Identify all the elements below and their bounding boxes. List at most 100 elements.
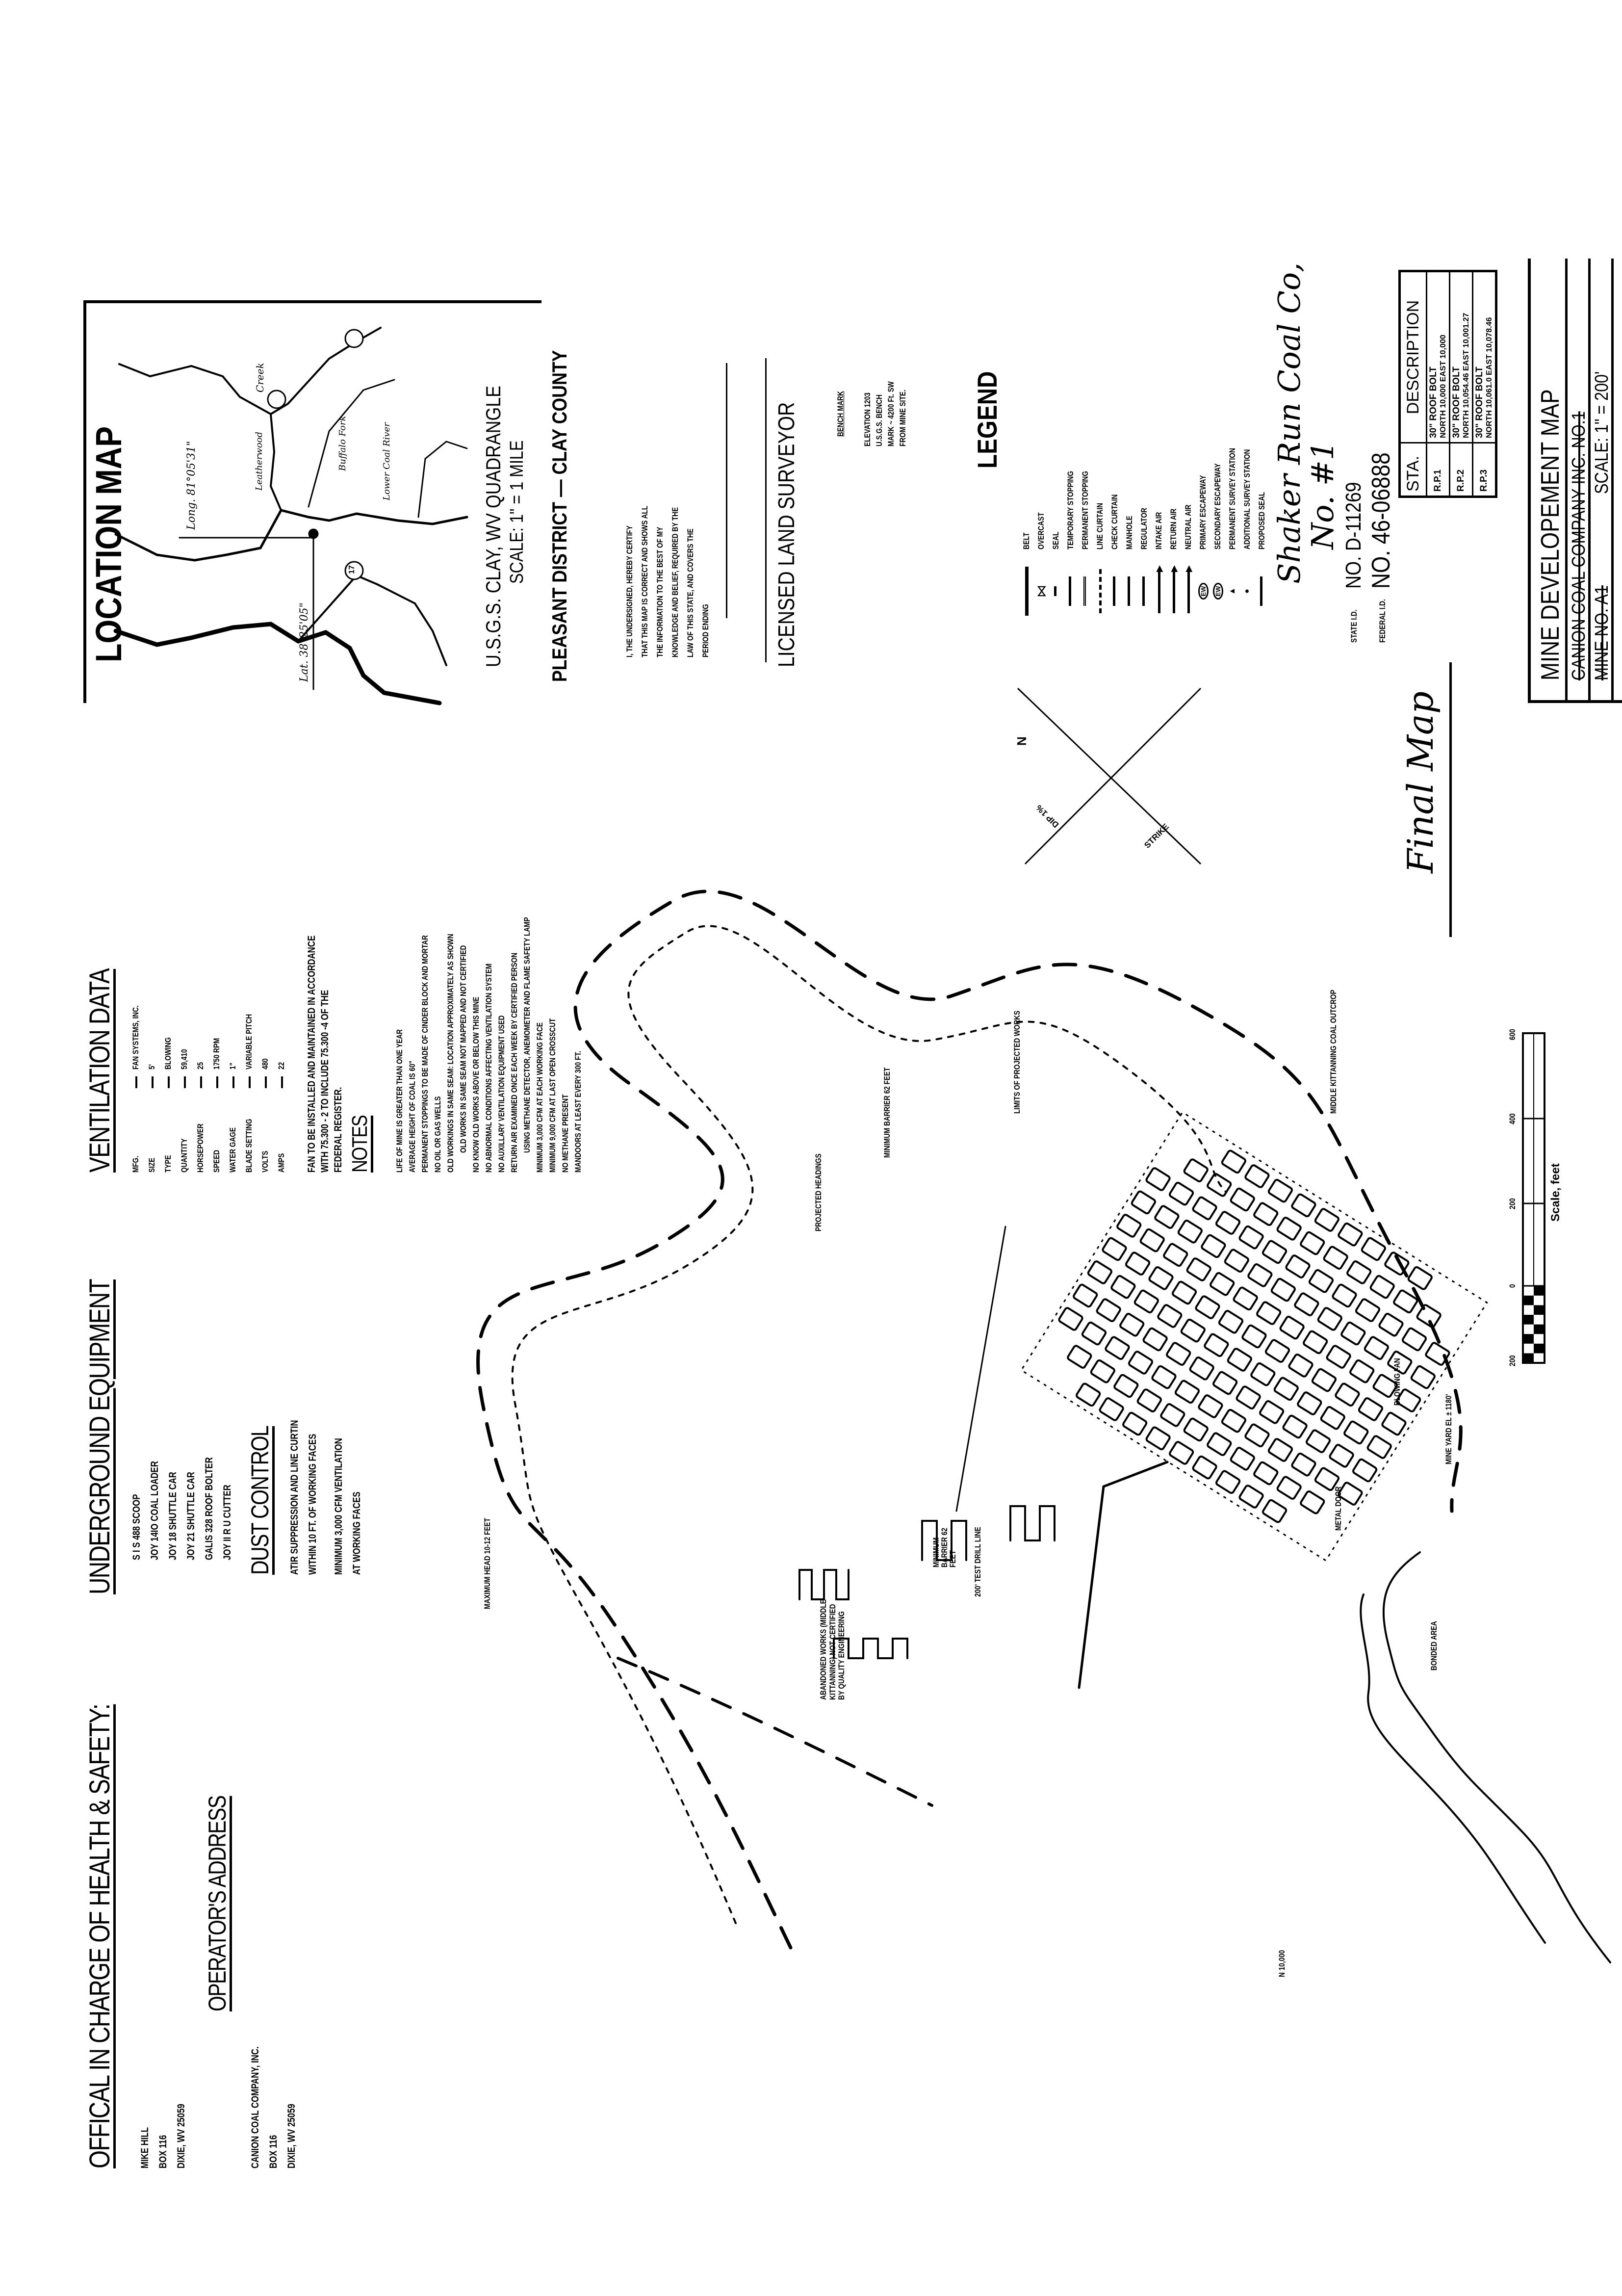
equipment-item: JOY 21 SHUTTLE CAR [185,1472,197,1560]
coal-pillar [1253,1461,1279,1486]
scale-check [1523,1295,1534,1305]
state-id-label: STATE I.D. [1349,609,1359,643]
vent-dash [232,1076,234,1088]
manhole-icon [1124,564,1135,618]
operator-line: BOX 116 [268,2135,279,2168]
dust-control-line: WITHIN 10 FT. OF WORKING FACES [307,1434,318,1575]
max-head-label: MAXIMUM HEAD 10-12 FEET [483,1518,492,1609]
coal-pillar [1384,1252,1410,1276]
coal-pillar [1311,1368,1337,1392]
legend-label: CHECK CURTAIN [1110,494,1119,549]
station-desc-line: 30" ROOF BOLT [1428,366,1439,438]
scale-bar [1522,1032,1545,1364]
vent-label: QUANTITY [180,1138,189,1173]
scale-tick-label: 400 [1508,1113,1517,1124]
legend-item: ●ADDITIONAL SURVEY STATION [1241,334,1254,628]
note-line: OLD WORKINGS IN SAME SEAM: LOCATION APPR… [446,934,455,1173]
bench-mark-line: FROM MINE SITE. [898,390,907,446]
coal-pillar [1201,1234,1226,1258]
coal-pillar [1407,1266,1433,1290]
coal-pillar [1369,1275,1395,1299]
coal-pillar [1215,1470,1241,1494]
coal-pillar [1410,1365,1436,1389]
legend-item: SEAL [1050,334,1062,628]
scale-check [1523,1314,1534,1325]
coal-pillar [1236,1385,1261,1409]
map-label: PROJECTED HEADINGS [814,1153,823,1231]
coal-pillar [1355,1298,1381,1322]
certification-line: I, THE UNDERSIGNED, HEREBY CERTIFY [625,525,634,657]
coal-pillar [1180,1318,1206,1343]
coal-pillar [1358,1397,1384,1421]
coal-pillar [1340,1321,1366,1346]
proposed-seal-icon [1257,564,1267,618]
seal-icon [1051,564,1061,618]
coal-pillar [1267,1438,1293,1462]
legend-label: LINE CURTAIN [1095,503,1105,549]
creek-label: Buffalo Fork [337,416,348,471]
location-scale-label: SCALE: 1" = 1 MILE [507,440,527,584]
station-id: R.P.3 [1472,443,1496,497]
coal-pillar [1244,1423,1270,1448]
return-air-arrow-icon: ▶ [1168,564,1179,618]
title-block: MINE DEVELOPEMENT MAP CANION COAL COMPAN… [1528,259,1622,703]
surveyor-label: LICENSED LAND SURVEYOR [773,402,799,667]
legend-item: TEMPORARY STOPPING [1064,334,1077,628]
coal-pillar [1116,1214,1142,1238]
scale-check [1523,1334,1534,1344]
coal-pillar [1166,1342,1191,1366]
coal-pillar [1169,1181,1194,1206]
legend-label: MANHOLE [1125,516,1134,549]
bench-mark-line: ELEVATION 1203 [863,392,872,446]
neutral-air-arrow-icon: ▶ [1183,564,1194,618]
bench-mark-heading: BENCH MARK [836,391,845,437]
vent-label: HORSEPOWER [196,1123,205,1173]
coal-pillar [1238,1485,1264,1509]
note-line: RETURN AIR EXAMINED ONCE EACH WEEK BY CE… [510,952,519,1173]
coal-pillar [1163,1243,1188,1267]
operator-line: CANION COAL COMPANY, INC. [250,2046,261,2168]
legend-label: SECONDARY ESCAPEWAY [1213,463,1222,549]
certification-line: THAT THIS MAP IS CORRECT AND SHOWS ALL [640,505,649,657]
survey-dot-icon: ● [1243,589,1251,594]
coal-pillar [1076,1383,1101,1407]
map-label: BLOWING FAN [1392,1358,1402,1406]
legend-label: PERMANENT STOPPING [1081,471,1090,549]
coal-pillar [1119,1313,1145,1337]
scale-bar-frame [1522,1032,1545,1364]
coal-pillar [1221,1409,1247,1433]
map-label: BONDED AREA [1429,1621,1439,1670]
handwritten-company: Shaker Run Coal Co, [1271,262,1307,584]
legend-item: ▶NEUTRAL AIR [1182,334,1195,628]
company-name-struck: CANION COAL COMPANY INC. NO.1 [1569,411,1589,680]
location-map-box [83,300,541,703]
projected-limits-dotted-line [511,925,1227,1924]
map-label: MINIMUM BARRIER 62 FEET [931,1528,957,1567]
scale-check [1534,1286,1545,1296]
map-label: METAL DOOR [1334,1486,1343,1531]
coal-pillar [1346,1260,1372,1284]
creek-label: Leatherwood [254,431,264,491]
legend-item: ▶RETURN AIR [1167,334,1180,628]
scale-bar-label: Scale, feet [1549,1163,1562,1222]
river-line [1360,1593,1546,1944]
map-scale: SCALE: 1" = 200' [1592,371,1612,494]
coal-pillar [1122,1411,1148,1436]
station-id: R.P.1 [1426,443,1450,497]
equipment-heading: UNDERGROUND EQUIPMENT [84,1279,116,1594]
handwritten-mine: No. #1 [1305,441,1340,549]
coal-pillar [1198,1394,1223,1418]
coal-pillar [1253,1202,1279,1226]
legend-symbol: EW [1198,582,1209,600]
note-line: MINIMUM 9,000 CFM AT LAST OPEN CROSSCUT [548,1018,557,1173]
coal-pillar [1262,1240,1287,1264]
longitude-label: Long. 81°05'31" [185,441,198,530]
overcast-icon: ⋈ [1033,585,1049,598]
scale-check [1534,1324,1545,1334]
bench-mark-line: U.S.G.S. BENCH [875,394,884,446]
coal-pillar [1218,1310,1244,1334]
coal-pillar [1416,1304,1442,1328]
